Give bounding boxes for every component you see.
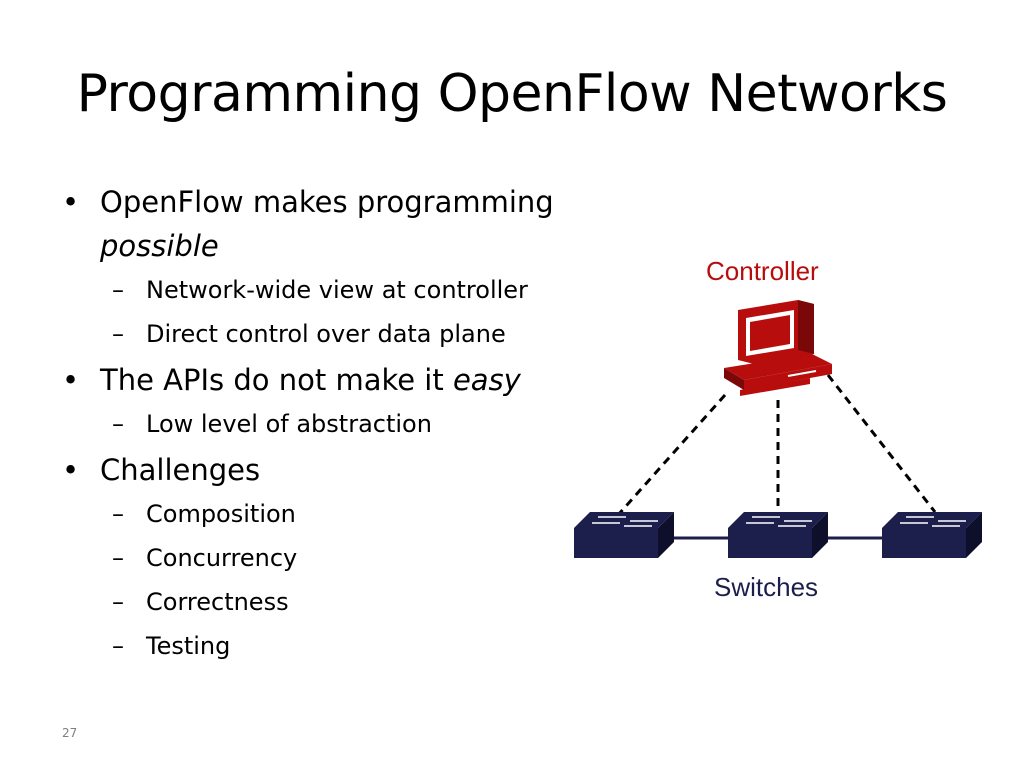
computer-icon [724, 300, 832, 396]
sub-bullet-text: Testing [146, 632, 231, 660]
sub-bullet-item: – Testing [60, 624, 660, 668]
sub-bullet-text: Correctness [146, 588, 289, 616]
bullet-emphasis: easy [452, 363, 521, 397]
sub-bullet-item: – Concurrency [60, 536, 660, 580]
bullet-dot: • [62, 185, 80, 219]
sub-bullet-dash: – [112, 544, 124, 572]
sub-bullet-dash: – [112, 588, 124, 616]
switch-icon [728, 512, 828, 558]
switches-label: Switches [714, 572, 819, 602]
sub-bullet-text: Composition [146, 500, 296, 528]
bullet-list: • OpenFlow makes programming possible – … [60, 178, 660, 668]
slide-title: Programming OpenFlow Networks [76, 64, 948, 124]
sub-bullet-dash: – [112, 320, 124, 348]
switch-icon [574, 512, 674, 558]
sub-bullet-dash: – [112, 410, 124, 438]
sub-bullet-item: – Low level of abstraction [60, 402, 660, 446]
dashed-link-right [826, 374, 937, 513]
sub-bullet-dash: – [112, 276, 124, 304]
switch-icon [882, 512, 982, 558]
sub-bullet-item: – Network-wide view at controller [60, 268, 660, 312]
sub-bullet-item: – Direct control over data plane [60, 312, 660, 356]
sub-bullet-dash: – [112, 632, 124, 660]
sub-bullet-text: Network-wide view at controller [146, 276, 528, 304]
bullet-text: Challenges [100, 453, 261, 487]
dashed-link-left [616, 394, 727, 516]
sub-bullet-item: – Correctness [60, 580, 660, 624]
bullet-emphasis: possible [100, 229, 219, 263]
bullet-dot: • [62, 363, 80, 397]
bullet-item: • OpenFlow makes programming possible [60, 180, 660, 268]
bullet-text: OpenFlow makes programming [100, 185, 554, 219]
sub-bullet-text: Concurrency [146, 544, 298, 572]
sub-bullet-text: Direct control over data plane [146, 320, 506, 348]
sub-bullet-dash: – [112, 500, 124, 528]
bullet-dot: • [62, 453, 80, 487]
network-diagram [574, 300, 982, 558]
sub-bullet-item: – Composition [60, 492, 660, 536]
sub-bullet-text: Low level of abstraction [146, 410, 432, 438]
bullet-item: • The APIs do not make it easy [60, 358, 660, 402]
bullet-text: The APIs do not make it [100, 363, 453, 397]
bullet-item: • Challenges [60, 448, 660, 492]
page-number: 27 [62, 726, 78, 740]
controller-label: Controller [706, 256, 819, 286]
